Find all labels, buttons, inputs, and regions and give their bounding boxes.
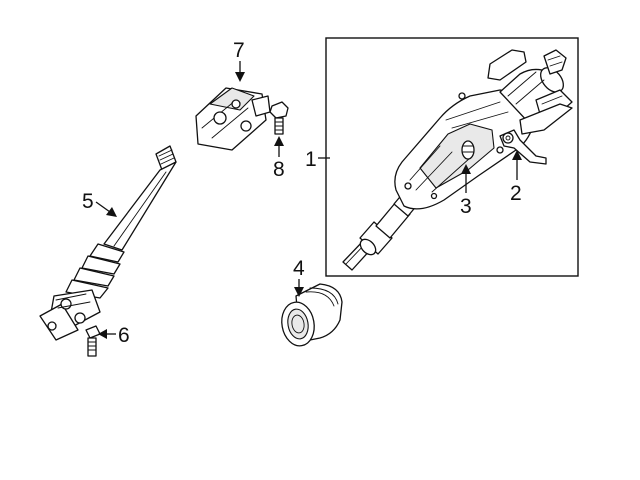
callout-label-8: 8	[273, 158, 285, 181]
dust-boot-seal[interactable]	[278, 283, 343, 348]
callout-5: 5	[82, 190, 117, 217]
callout-1: 1	[305, 148, 330, 171]
shaft-bolt[interactable]	[85, 325, 101, 357]
callout-2: 2	[510, 150, 522, 205]
callout-label-2: 2	[510, 182, 522, 205]
callout-8: 8	[273, 136, 285, 181]
callout-6: 6	[98, 324, 130, 347]
callout-label-6: 6	[118, 324, 130, 347]
callout-label-7: 7	[233, 39, 245, 62]
callout-7: 7	[233, 39, 245, 82]
intermediate-shaft[interactable]	[39, 145, 177, 341]
callout-3: 3	[460, 164, 472, 218]
callout-label-1: 1	[305, 148, 317, 171]
callout-label-4: 4	[293, 257, 305, 280]
universal-joint[interactable]	[195, 87, 271, 151]
assembly-frame	[325, 37, 579, 277]
joint-bolt[interactable]	[269, 101, 289, 135]
tilt-lever[interactable]	[499, 129, 547, 165]
column-bracket-fastener[interactable]	[461, 140, 475, 160]
callout-label-3: 3	[460, 195, 472, 218]
callout-label-5: 5	[82, 190, 94, 213]
callout-4: 4	[293, 257, 305, 297]
